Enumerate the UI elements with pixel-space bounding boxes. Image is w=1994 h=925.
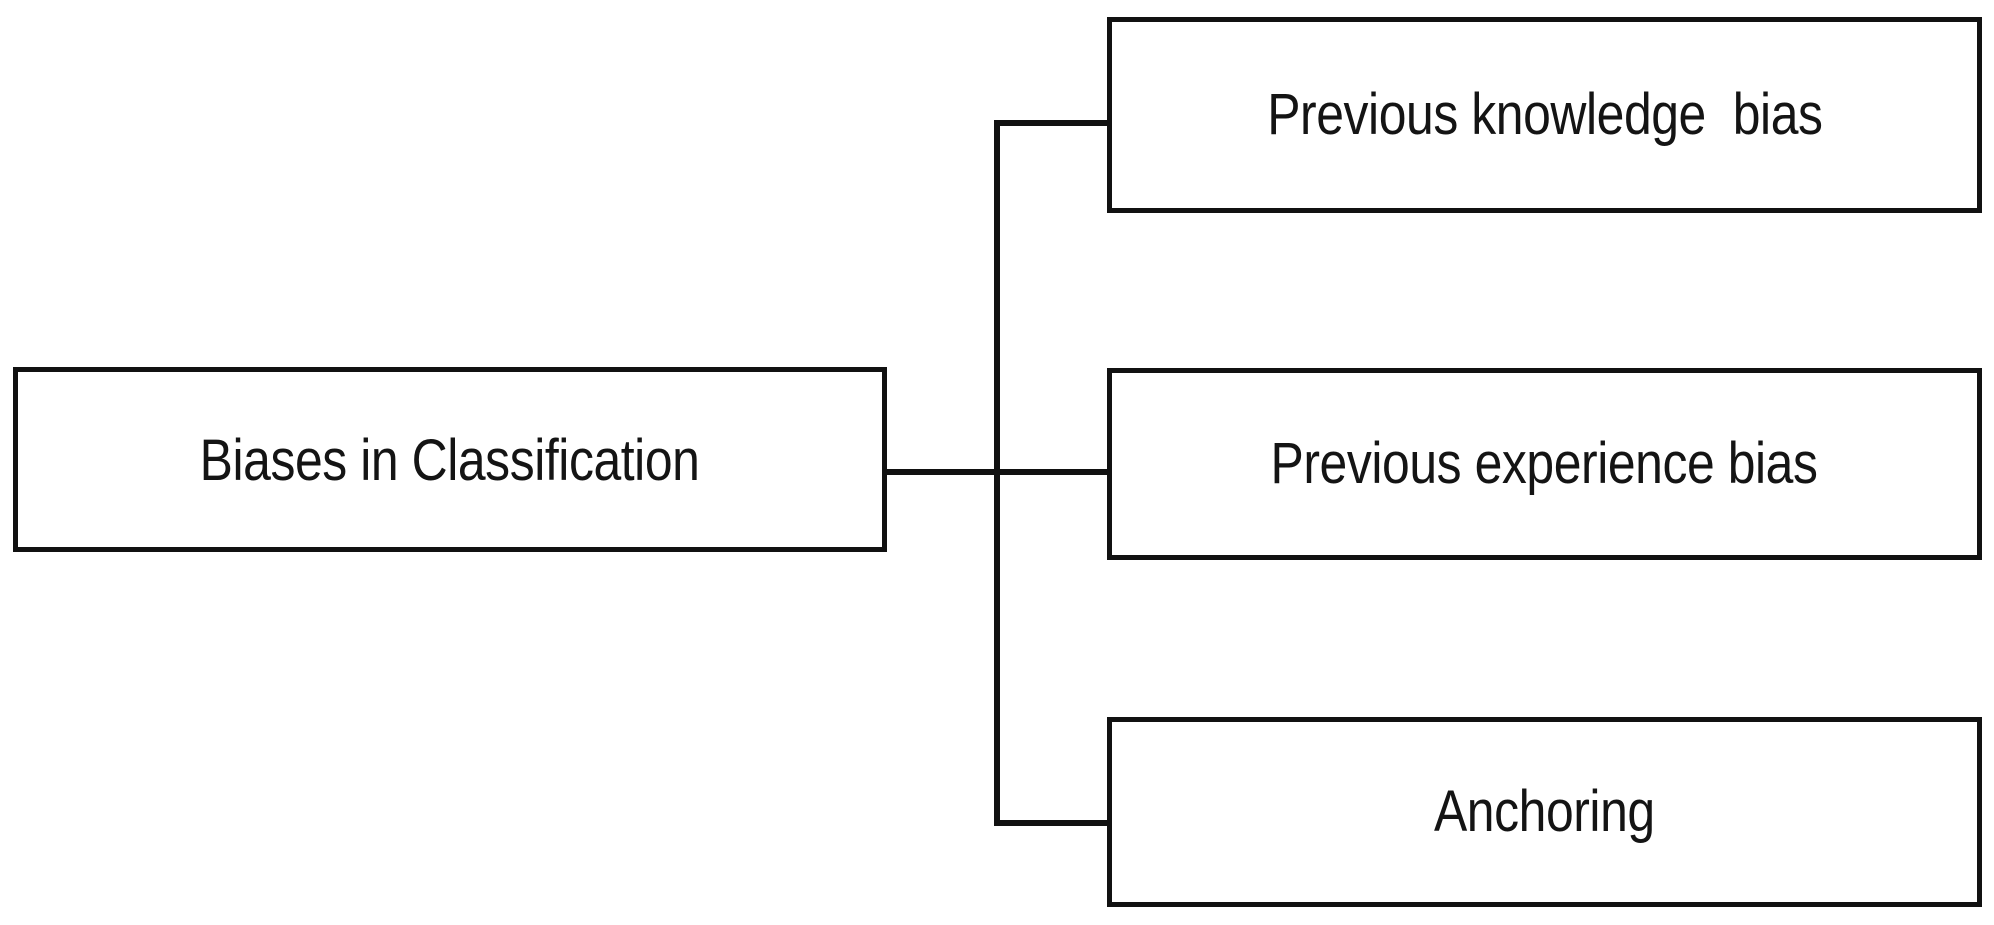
node-previous-experience-bias-label: Previous experience bias	[1271, 430, 1818, 496]
node-root-label: Biases in Classification	[200, 428, 700, 494]
connector-branch-previous-experience-bias	[994, 469, 1110, 475]
node-anchoring-label: Anchoring	[1434, 778, 1655, 844]
node-anchoring[interactable]: Anchoring	[1107, 717, 1982, 907]
node-previous-knowledge-bias-label: Previous knowledge bias	[1266, 81, 1823, 147]
node-root-biases-in-classification[interactable]: Biases in Classification	[13, 367, 887, 552]
node-previous-knowledge-bias[interactable]: Previous knowledge bias	[1107, 17, 1982, 213]
connector-branch-previous-knowledge-bias	[994, 120, 1110, 126]
node-previous-experience-bias[interactable]: Previous experience bias	[1107, 368, 1982, 560]
connector-root-stub	[887, 469, 1000, 475]
connector-branch-anchoring	[994, 820, 1110, 826]
